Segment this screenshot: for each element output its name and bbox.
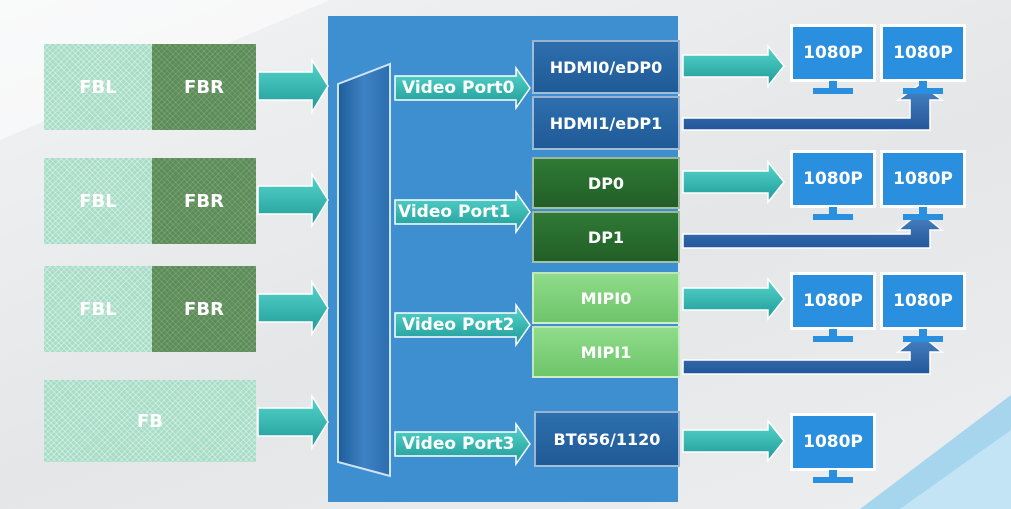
fb-right-2: FBR [152,266,256,352]
monitor-0-label: 1080P [790,24,876,82]
monitor-1-label: 1080P [880,24,966,82]
fb-left-0: FBL [44,44,152,130]
video-port-arrow-1 [394,189,531,235]
interface-dp1: DP1 [532,211,680,263]
monitor-6-label: 1080P [790,413,876,471]
video-port-label-1: Video Port1 [398,202,511,222]
monitor-icon: 1080P [880,150,966,220]
monitor-2-label: 1080P [790,150,876,208]
video-port-arrow-3 [394,421,531,467]
monitor-5-label: 1080P [880,272,966,330]
video-port-label-3: Video Port3 [402,434,515,454]
video-port-label-2: Video Port2 [402,315,515,335]
out-arrow-hdmi0 [682,43,785,89]
out-arrow-mipi1 [682,333,945,375]
fb-right-1: FBR [152,158,256,244]
video-port-label-0: Video Port0 [402,78,515,98]
vop-mux [337,62,391,478]
interface-mipi1: MIPI1 [532,326,680,378]
fb-arrow-1 [257,171,329,229]
out-arrow-mipi0 [682,276,785,322]
interface-dp0: DP0 [532,157,680,209]
out-arrow-dp1 [682,211,945,249]
fb-left-2: FBL [44,266,152,352]
fb-right-0: FBR [152,44,256,130]
fb-arrow-3 [257,393,329,451]
monitor-3-label: 1080P [880,150,966,208]
monitor-4-label: 1080P [790,272,876,330]
video-port-arrow-0 [394,65,531,111]
fb-left-1: FBL [44,158,152,244]
monitor-icon: 1080P [880,24,966,94]
interface-hdmi0-edp0: HDMI0/eDP0 [532,40,680,94]
out-arrow-dp0 [682,159,785,205]
interface-mipi0: MIPI0 [532,272,680,324]
video-port-arrow-2 [394,302,531,348]
monitor-icon: 1080P [790,272,876,342]
fb-single: FB [44,380,256,462]
monitor-icon: 1080P [790,150,876,220]
fb-arrow-0 [257,57,329,115]
monitor-icon: 1080P [790,413,876,483]
interface-bt656-1120: BT656/1120 [534,411,680,467]
out-arrow-bt656 [682,418,785,464]
fb-arrow-2 [257,279,329,337]
interface-hdmi1-edp1: HDMI1/eDP1 [532,96,680,150]
monitor-icon: 1080P [880,272,966,342]
monitor-icon: 1080P [790,24,876,94]
